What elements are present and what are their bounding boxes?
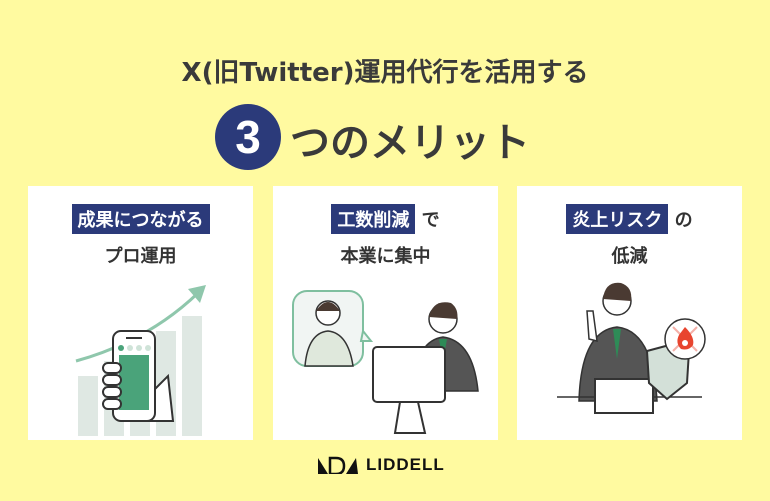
number-badge: 3 <box>215 104 281 170</box>
merit-card-2: 工数削減 で 本業に集中 <box>273 186 498 440</box>
businessman-computer-video-call-icon <box>292 290 479 434</box>
smartphone-growth-chart-icon <box>75 285 206 436</box>
merit-highlight: 炎上リスク <box>566 204 669 234</box>
page-title: X(旧Twitter)運用代行を活用する <box>181 58 589 88</box>
liddell-logo: LIDDELL <box>316 455 445 475</box>
businessman-shield-no-fire-icon <box>557 282 706 414</box>
merit-suffix: で <box>421 210 440 231</box>
merit-highlight: 成果につながる <box>71 204 210 234</box>
merit-suffix: の <box>674 210 693 231</box>
merit-subtitle: プロ運用 <box>104 246 177 267</box>
merit-subtitle: 低減 <box>611 246 648 267</box>
merit-card-1: 成果につながる プロ運用 <box>28 186 253 440</box>
merit-card-3: 炎上リスク の 低減 <box>517 186 742 440</box>
merit-highlight: 工数削減 <box>331 204 416 234</box>
logo-text: LIDDELL <box>366 455 445 474</box>
merit-subtitle: 本業に集中 <box>340 246 431 267</box>
logo-mark-icon <box>318 456 358 474</box>
page-subtitle: つのメリット <box>290 120 530 166</box>
